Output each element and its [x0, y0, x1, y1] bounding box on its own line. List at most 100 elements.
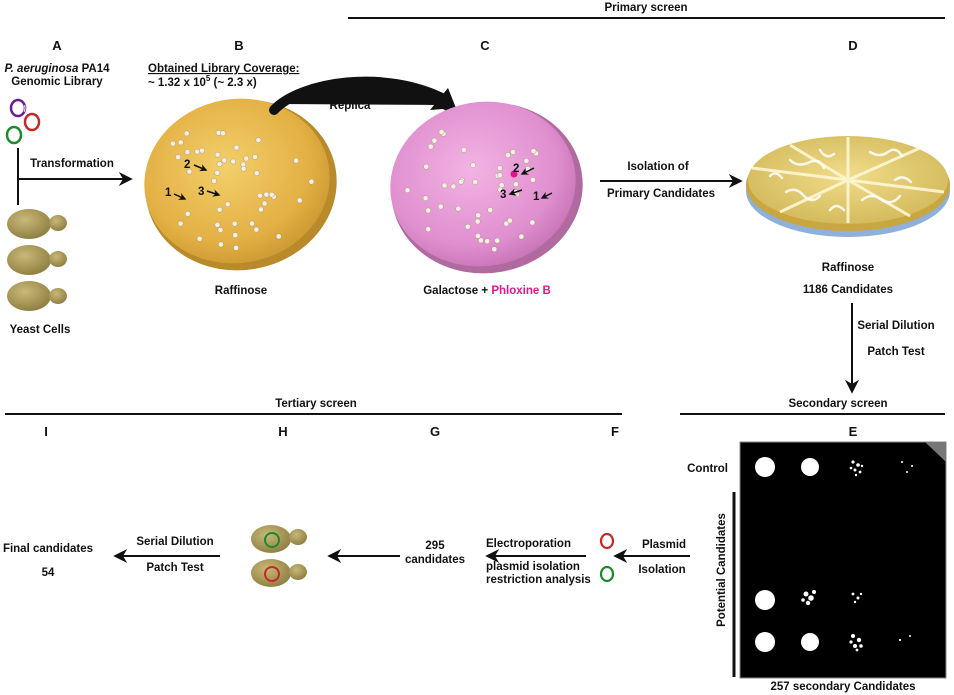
replica-label: Replica	[330, 100, 372, 112]
potential-candidates-label: Potential Candidates	[716, 513, 728, 627]
colony-mark-c-1: 1	[533, 191, 540, 203]
final-candidates-count: 54	[42, 567, 55, 579]
secondary-screen-label: Secondary screen	[788, 398, 887, 410]
panel-letter-c: C	[480, 38, 490, 53]
g-candidates-label: candidates	[405, 554, 465, 566]
colony-dot	[217, 227, 224, 233]
plate-corner	[925, 442, 946, 462]
colony-dot	[216, 161, 223, 167]
yeast-cells-label: Yeast Cells	[10, 324, 71, 336]
transformed-yeast-icon	[251, 525, 307, 587]
colony-dot	[214, 169, 221, 176]
patch-test-label-2: Patch Test	[146, 562, 203, 574]
colony-dot	[455, 205, 462, 212]
colony-dot	[529, 219, 536, 226]
colony-dot	[231, 220, 238, 227]
colony-dot	[177, 139, 184, 146]
red-colony	[510, 170, 518, 178]
isolation-label-2: Primary Candidates	[607, 188, 715, 200]
colony-dot	[253, 226, 260, 233]
colony-dot	[438, 129, 445, 135]
colony-dot	[221, 157, 228, 164]
candidate-row-1	[755, 590, 863, 610]
colony-dot	[308, 178, 315, 185]
secondary-screen-header: Secondary screen	[680, 398, 945, 415]
colony-dot	[491, 246, 498, 252]
colony-dot	[194, 148, 200, 155]
library-line1: P. aeruginosa PA14	[4, 63, 110, 75]
tertiary-screen-label: Tertiary screen	[275, 398, 357, 410]
colony-dot	[431, 137, 438, 144]
colony-markers-c: 2 3 1	[500, 163, 553, 203]
colony-dot	[257, 192, 263, 199]
colony-dot	[275, 233, 282, 240]
colony-dot	[464, 223, 471, 230]
tertiary-screen-header: Tertiary screen	[5, 398, 622, 415]
plasmid-label: Plasmid	[642, 539, 686, 551]
panel-letter-h: H	[278, 424, 287, 439]
library-line2: Genomic Library	[11, 76, 103, 88]
galactose-plate	[390, 101, 576, 267]
colony-dot	[422, 195, 429, 201]
raffinose-label-d: Raffinose	[822, 262, 874, 274]
colony-dot	[425, 207, 432, 214]
colony-dot	[177, 220, 184, 227]
plasmid-cluster-icon	[5, 98, 41, 145]
colony-dot	[175, 154, 181, 160]
isolated-plasmids-icon	[599, 532, 615, 583]
colony-dot	[475, 233, 481, 239]
plasmid-isolation-label: Isolation	[638, 564, 685, 576]
colony-dot	[497, 186, 504, 193]
colony-dot	[423, 163, 430, 170]
colony-dot	[503, 220, 510, 227]
colony-dot	[186, 168, 193, 175]
colony-dot	[494, 237, 501, 244]
isolation-label-1: Isolation of	[627, 161, 689, 173]
colony-dot	[184, 149, 191, 155]
replica-arrow-head	[430, 88, 456, 110]
colony-dot	[220, 130, 226, 137]
colony-dot	[258, 206, 264, 213]
replica-arrow	[269, 76, 451, 115]
panel-letter-i: I	[44, 424, 48, 439]
colony-dot	[437, 203, 444, 210]
colony-dot	[170, 140, 176, 147]
plasmid-isolation-text: plasmid isolation	[486, 561, 580, 573]
colony-dot	[249, 220, 255, 227]
colony-dot	[497, 172, 503, 179]
colony-dot	[224, 201, 231, 207]
galactose-label: Galactose + Phloxine B	[423, 285, 551, 297]
candidate-plate-d	[746, 136, 950, 237]
colony-dot	[474, 218, 481, 225]
panel-letter-e: E	[849, 424, 858, 439]
colony-dot	[255, 137, 262, 143]
panel-letter-g: G	[430, 424, 440, 439]
colony-dot	[263, 191, 270, 198]
colony-dot	[214, 151, 221, 158]
colony-dot	[484, 238, 491, 244]
colony-dot	[293, 157, 299, 164]
colony-dot	[427, 143, 434, 150]
primary-screen-label: Primary screen	[604, 2, 687, 14]
colony-dot	[458, 178, 464, 185]
serial-dilution-label-2: Serial Dilution	[136, 536, 213, 548]
colony-dot	[240, 165, 247, 172]
raffinose-plate	[144, 98, 330, 264]
colony-dot	[253, 170, 260, 176]
colony-dot	[233, 245, 239, 251]
colony-dot	[450, 183, 457, 190]
electroporation-label: Electroporation	[486, 538, 571, 550]
colony-dot	[243, 155, 250, 162]
panel-letter-d: D	[848, 38, 857, 53]
colony-dot	[214, 221, 221, 228]
colony-dot	[425, 226, 432, 232]
colony-dot	[441, 182, 448, 189]
colony-dot	[196, 235, 203, 242]
colony-dot	[530, 177, 536, 183]
colony-dot	[216, 206, 223, 213]
colony-dot	[496, 165, 503, 171]
colony-dot	[513, 181, 519, 188]
panel-letter-b: B	[234, 38, 243, 53]
control-label: Control	[687, 463, 728, 475]
